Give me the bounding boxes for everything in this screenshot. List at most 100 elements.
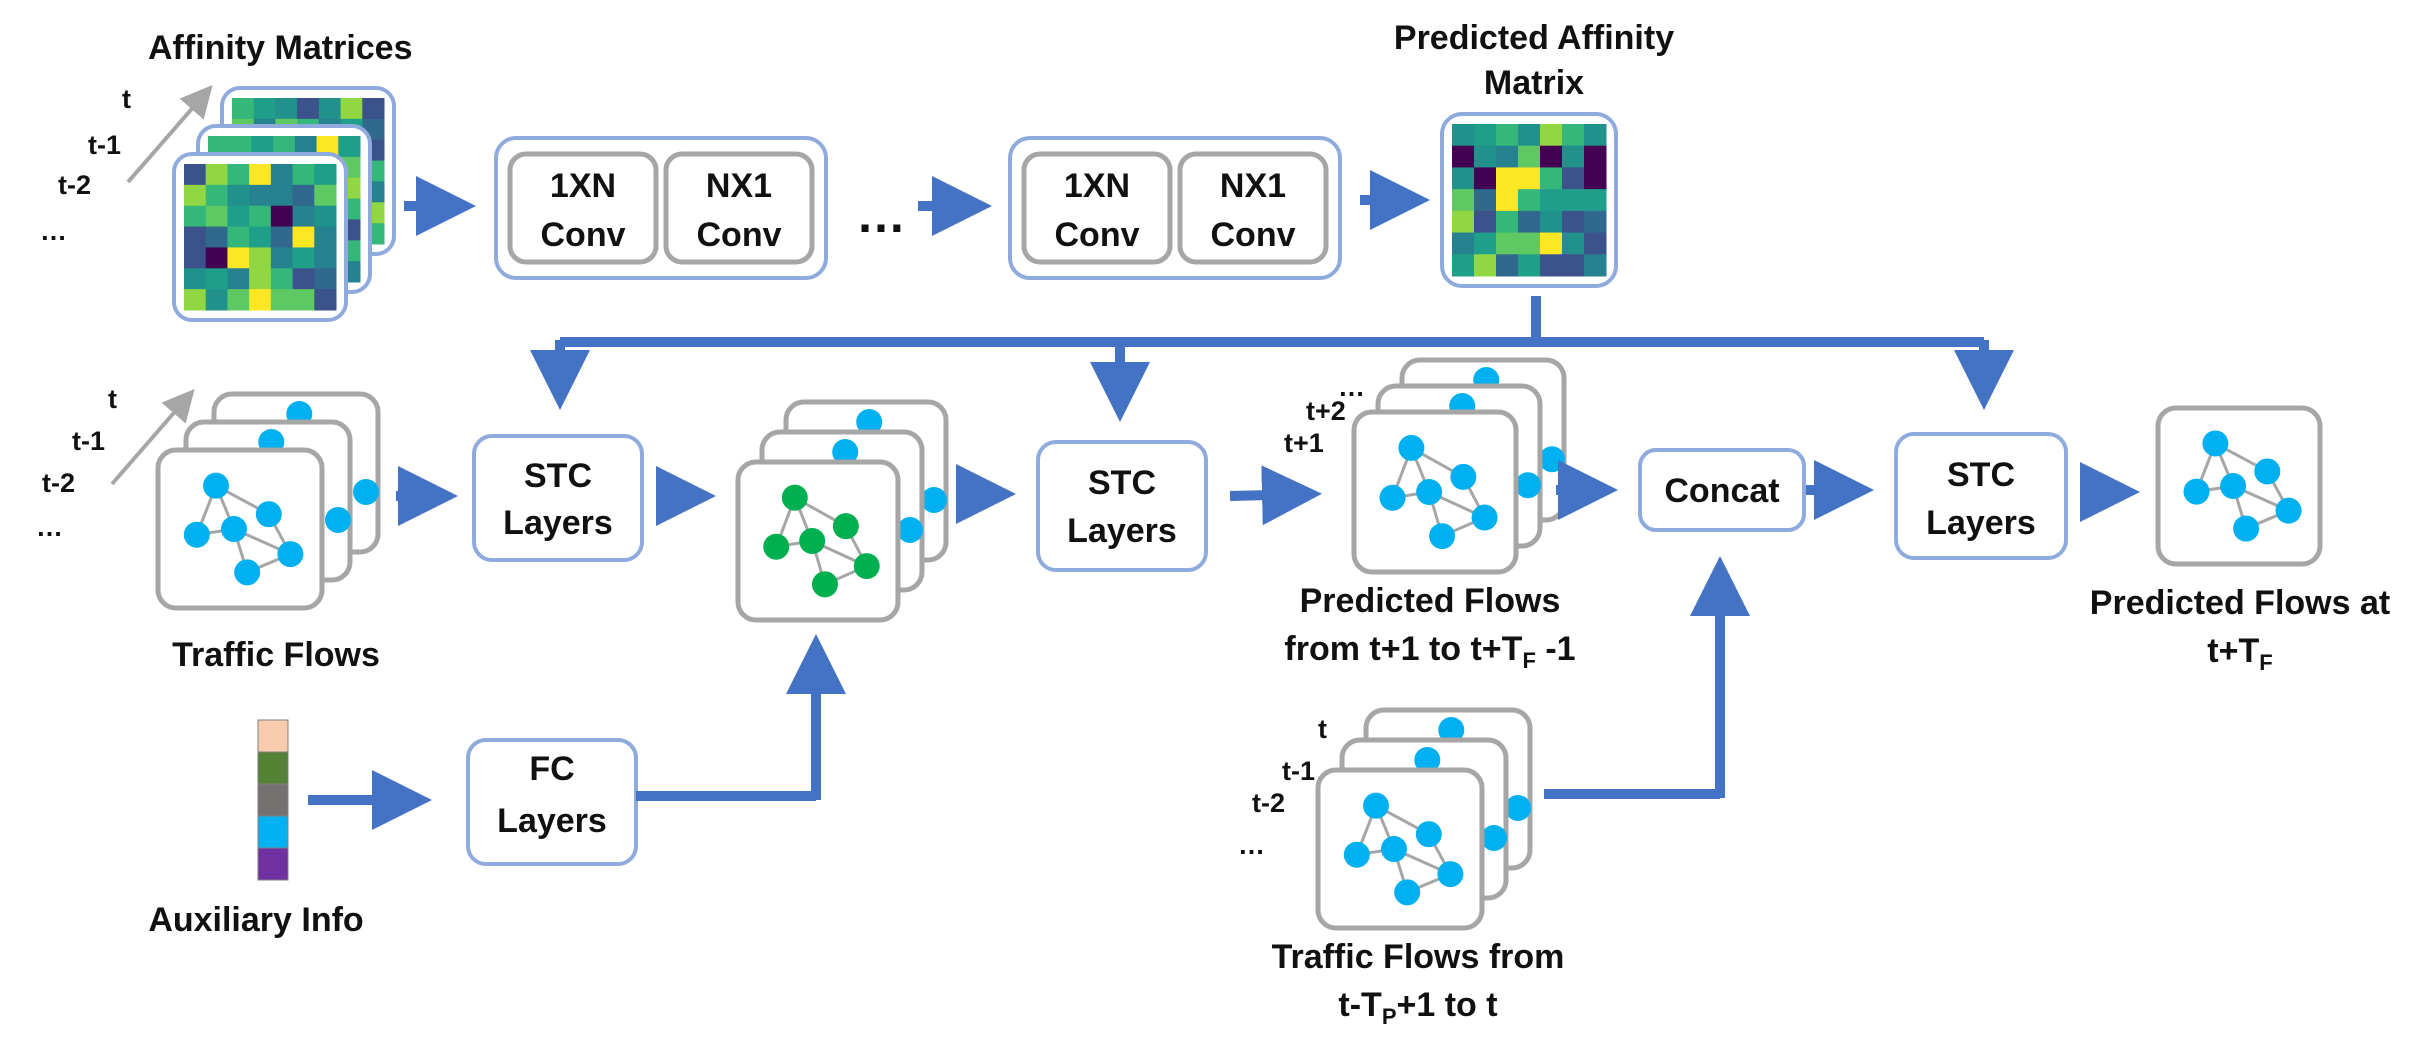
recent-sub: P <box>1382 1004 1397 1029</box>
stc-layers-2 <box>1036 440 1208 572</box>
graph-node <box>2202 430 2229 457</box>
output-label-line1: Predicted Flows at <box>2090 584 2390 622</box>
matrix-cell <box>1518 145 1541 168</box>
matrix-cell <box>338 136 361 158</box>
graph-node <box>1505 794 1531 821</box>
matrix-cell <box>1452 254 1475 277</box>
graph-node <box>781 484 808 511</box>
traffic-time-ellipsis: … <box>36 512 63 542</box>
graph-node <box>1414 747 1441 773</box>
conv-nx1-2 <box>1177 151 1329 265</box>
graph-node <box>799 528 826 554</box>
recent-prefix: t-T <box>1338 986 1382 1024</box>
matrix-cell <box>270 226 294 248</box>
conv-1xn-1 <box>507 151 659 265</box>
conv-nx1-1 <box>663 151 815 265</box>
graph-node <box>1481 824 1507 851</box>
pred-flows-sub: F <box>1522 648 1535 673</box>
recent-time-t-1: t-1 <box>1282 756 1315 786</box>
matrix-cell <box>1474 254 1497 277</box>
matrix-cell <box>1584 189 1607 212</box>
matrix-cell <box>1584 167 1607 190</box>
matrix-cell <box>1452 189 1475 212</box>
matrix-cell <box>1474 124 1497 147</box>
matrix-cell <box>1496 124 1519 147</box>
matrix-cell <box>249 226 272 248</box>
matrix-cell <box>205 226 228 248</box>
graph-node <box>853 553 880 580</box>
conv-nx1-2-line1: NX1 <box>1220 167 1286 205</box>
graph-node <box>1415 821 1442 848</box>
matrix-cell <box>1584 210 1607 234</box>
traffic-time-t: t <box>108 384 117 414</box>
graph-node <box>1450 463 1477 490</box>
graph-node <box>2275 497 2302 524</box>
matrix-cell <box>1474 210 1497 234</box>
graph-node <box>1363 792 1389 819</box>
predicted-flows-label-line1: Predicted Flows <box>1300 582 1561 620</box>
matrix-cell <box>1474 145 1497 168</box>
pred-flows-suffix: -1 <box>1536 630 1576 668</box>
matrix-cell <box>362 98 385 120</box>
matrix-cell <box>205 184 228 207</box>
predicted-flows-stack <box>1351 357 1567 575</box>
graph-node <box>1416 479 1443 505</box>
graph-node <box>183 521 210 548</box>
conv-block-2: 1XN Conv NX1 Conv <box>1008 136 1342 280</box>
traffic-time-t-1: t-1 <box>72 426 105 456</box>
matrix-cell <box>314 226 337 248</box>
recent-flows-to-concat-arrow <box>1544 556 1750 799</box>
graph-node <box>832 513 859 540</box>
matrix-cell <box>227 184 250 207</box>
graph-node <box>2183 478 2210 505</box>
matrix-cell <box>1474 167 1497 190</box>
predicted-time-ellipsis: … <box>1338 372 1365 402</box>
matrix-cell <box>227 268 250 290</box>
matrix-cell <box>275 98 298 120</box>
auxiliary-info-vector <box>257 719 289 881</box>
graph-node <box>234 559 261 586</box>
conv-nx1-1-line1: NX1 <box>706 167 772 205</box>
conv-nx1-2-line2: Conv <box>1211 216 1296 254</box>
fc-to-green-graph-arrow <box>636 634 846 801</box>
conv-1xn-1-line1: 1XN <box>550 167 616 205</box>
graph-node <box>255 501 282 528</box>
graph-node <box>1394 879 1421 906</box>
matrix-cell <box>249 289 272 311</box>
matrix-cell <box>184 205 207 228</box>
matrix-cell <box>1452 232 1475 255</box>
matrix-cell <box>1562 167 1585 190</box>
graph-node <box>1471 504 1498 531</box>
matrix-cell <box>1562 189 1585 212</box>
fused-flows-stack <box>735 399 949 623</box>
matrix-cell <box>205 268 228 290</box>
graph-node <box>1343 841 1370 868</box>
matrix-cell <box>297 98 320 120</box>
matrix-cell <box>184 247 207 269</box>
matrix-cell <box>184 184 207 207</box>
matrix-cell <box>184 268 207 290</box>
recent-flows-stack <box>1315 707 1533 931</box>
graph-node <box>897 516 923 543</box>
matrix-cell <box>292 289 315 311</box>
graph-node <box>1515 472 1541 499</box>
matrix-cell <box>292 164 315 186</box>
matrix-cell <box>184 164 207 186</box>
affinity-time-t-1: t-1 <box>88 130 121 160</box>
stc-layers-1 <box>472 434 644 562</box>
recent-flows-label-line2: t-TP+1 to t <box>1338 986 1497 1029</box>
matrix-cell <box>205 205 228 228</box>
matrix-cell <box>1518 232 1541 255</box>
matrix-cell <box>1496 145 1519 168</box>
matrix-cell <box>270 289 294 311</box>
matrix-cell <box>1584 124 1607 147</box>
matrix-cell <box>227 247 250 269</box>
graph-node <box>1379 484 1406 511</box>
aux-feature-cell <box>257 783 289 817</box>
pred-flows-prefix: from t+1 to t+T <box>1284 630 1522 668</box>
fc-layers-line2: Layers <box>497 802 607 840</box>
predicted-affinity-matrix <box>1452 124 1607 277</box>
recent-time-t-2: t-2 <box>1252 788 1285 818</box>
matrix-cell <box>292 226 315 248</box>
traffic-time-axis-arrow <box>110 388 195 486</box>
